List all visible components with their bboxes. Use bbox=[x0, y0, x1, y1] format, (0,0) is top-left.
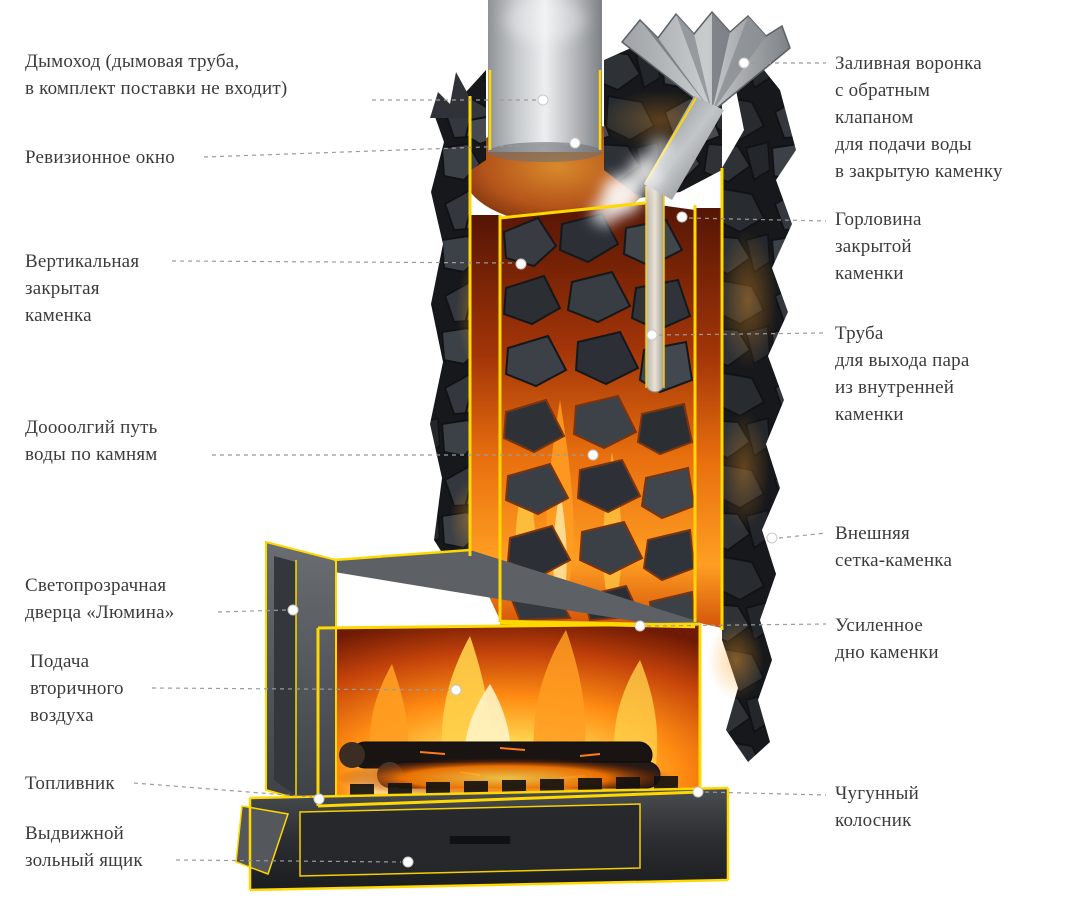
label-heater-neck: Горловина закрытой каменки bbox=[835, 206, 922, 287]
label-line: вторичного bbox=[30, 678, 124, 699]
anchor-dot bbox=[515, 258, 527, 270]
anchor-dot bbox=[676, 211, 688, 223]
base-ash-box bbox=[235, 788, 728, 890]
label-line: зольный ящик bbox=[25, 850, 143, 871]
label-line: воздуха bbox=[30, 705, 94, 726]
label-line: Труба bbox=[835, 323, 884, 344]
label-line: для подачи воды bbox=[835, 134, 972, 155]
label-line: Заливная воронка bbox=[835, 53, 982, 74]
label-chimney: Дымоход (дымовая труба, в комплект поста… bbox=[25, 48, 287, 102]
leader-lines bbox=[133, 62, 827, 863]
label-line: Внешняя bbox=[835, 523, 910, 544]
label-line: Подача bbox=[30, 651, 90, 672]
leader-line bbox=[217, 609, 287, 613]
label-line: Светопрозрачная bbox=[25, 575, 167, 596]
leader-line bbox=[688, 217, 827, 222]
anchor-dot bbox=[450, 684, 462, 696]
label-line: дверца «Люмина» bbox=[25, 602, 175, 623]
funnel-tube bbox=[644, 96, 724, 200]
steam-pipe bbox=[645, 178, 665, 393]
label-line: в закрытую каменку bbox=[835, 161, 1003, 182]
label-long-water-path: Доооолгий путь воды по камням bbox=[25, 414, 158, 468]
label-line: Вертикальная bbox=[25, 251, 140, 272]
label-vertical-closed-heater: Вертикальная закрытая каменка bbox=[25, 248, 139, 329]
anchor-dot bbox=[738, 57, 750, 69]
label-reinforced-bottom: Усиленное дно каменки bbox=[835, 612, 939, 666]
anchor-dot bbox=[646, 329, 658, 341]
label-line: дно каменки bbox=[835, 642, 939, 663]
label-line: Усиленное bbox=[835, 615, 923, 636]
inner-chamber bbox=[500, 203, 696, 625]
label-line: сетка-каменка bbox=[835, 550, 953, 571]
anchor-dot bbox=[587, 449, 599, 461]
chimney-pipe bbox=[488, 0, 602, 162]
anchor-dot bbox=[537, 94, 549, 106]
label-line: воды по камням bbox=[25, 444, 158, 465]
label-line: Выдвижной bbox=[25, 823, 125, 844]
label-line: Топливник bbox=[25, 773, 115, 794]
leader-line bbox=[133, 782, 313, 798]
label-line: Доооолгий путь bbox=[25, 417, 158, 438]
label-firebox: Топливник bbox=[25, 770, 115, 797]
top-crest bbox=[430, 72, 470, 118]
label-line: для выхода пара bbox=[835, 350, 970, 371]
right-fire-gap bbox=[695, 208, 722, 628]
left-fire-gap bbox=[470, 215, 500, 620]
label-line: Дымоход (дымовая труба, bbox=[25, 51, 240, 72]
cut-lines bbox=[248, 96, 730, 892]
leader-line bbox=[778, 532, 827, 539]
leader-line bbox=[151, 687, 450, 691]
label-line: из внутренней bbox=[835, 377, 955, 398]
label-lumina-door: Светопрозрачная дверца «Люмина» bbox=[25, 572, 174, 626]
anchor-dot bbox=[313, 793, 325, 805]
leader-line bbox=[646, 623, 827, 627]
anchor-dots bbox=[287, 57, 778, 868]
label-line: каменки bbox=[835, 404, 904, 425]
label-line: в комплект поставки не входит) bbox=[25, 78, 288, 99]
label-line: клапаном bbox=[835, 107, 914, 128]
anchor-dot bbox=[692, 786, 704, 798]
label-line: с обратным bbox=[835, 80, 931, 101]
anchor-dot bbox=[569, 137, 581, 149]
label-secondary-air: Подача вторичного воздуха bbox=[30, 648, 124, 729]
label-line: каменка bbox=[25, 305, 92, 326]
label-line: каменки bbox=[835, 263, 904, 284]
leader-line bbox=[171, 260, 515, 264]
label-outer-mesh-heater: Внешняя сетка-каменка bbox=[835, 520, 952, 574]
label-line: Ревизионное окно bbox=[25, 147, 175, 168]
label-cast-iron-grate: Чугунный колосник bbox=[835, 780, 919, 834]
label-line: закрытая bbox=[25, 278, 100, 299]
stove-door bbox=[265, 540, 337, 812]
label-line: Горловина bbox=[835, 209, 922, 230]
anchor-dot bbox=[634, 620, 646, 632]
label-steam-outlet-pipe: Труба для выхода пара из внутренней каме… bbox=[835, 320, 970, 428]
anchor-dot bbox=[766, 532, 778, 544]
label-pouring-funnel: Заливная воронка с обратным клапаном для… bbox=[835, 50, 1003, 185]
leader-line bbox=[658, 332, 827, 336]
label-line: Чугунный bbox=[835, 783, 920, 804]
anchor-dot bbox=[287, 604, 299, 616]
label-inspection-window: Ревизионное окно bbox=[25, 144, 175, 171]
leader-line bbox=[175, 859, 402, 863]
anchor-dot bbox=[402, 856, 414, 868]
label-ash-drawer: Выдвижной зольный ящик bbox=[25, 820, 143, 874]
label-line: закрытой bbox=[835, 236, 912, 257]
label-line: колосник bbox=[835, 810, 912, 831]
